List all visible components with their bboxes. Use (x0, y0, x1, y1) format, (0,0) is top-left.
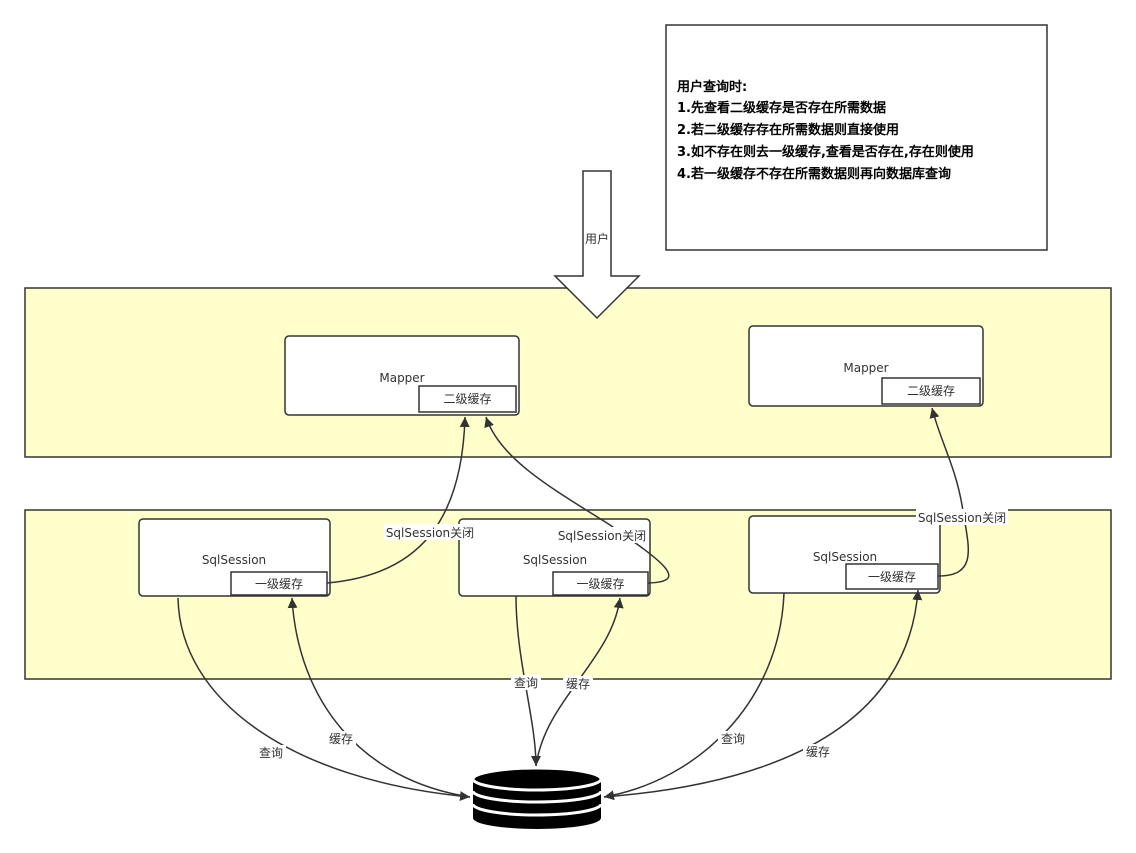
user-arrow: 用户 (553, 170, 641, 320)
mapper-box-2: Mapper 二级缓存 (748, 325, 984, 407)
session-close-label-1: SqlSession关闭 (386, 526, 474, 540)
first-level-cache-box-2 (552, 571, 649, 596)
session-close-label-2: SqlSession关闭 (558, 529, 646, 543)
cache-label-2: 缓存 (566, 677, 590, 691)
session-title-2: SqlSession (523, 553, 587, 567)
query-edge-3 (603, 592, 785, 801)
mapper-box-1: Mapper 二级缓存 (284, 335, 520, 416)
first-level-cache-label-2: 一级缓存 (576, 577, 624, 591)
cache-label-3: 缓存 (806, 745, 830, 759)
note-heading: 用户查询时: (676, 79, 747, 95)
session-box-1: SqlSession 一级缓存 (138, 518, 331, 597)
first-level-cache-box-3 (845, 563, 939, 590)
session-close-edge-3 (929, 407, 970, 577)
second-level-cache-label-1: 二级缓存 (443, 392, 491, 406)
session-close-edge-2 (484, 416, 670, 584)
cache-label-1: 缓存 (329, 732, 353, 746)
database-icon (471, 766, 603, 829)
note-line-3: 3.如不存在则去一级缓存,查看是否存在,存在则使用 (677, 144, 974, 160)
mapper-title-1: Mapper (379, 371, 424, 385)
second-level-cache-label-2: 二级缓存 (907, 384, 955, 398)
cache-edge-1 (287, 597, 471, 798)
session-title-3: SqlSession (813, 550, 877, 564)
session-close-label-3: SqlSession关闭 (918, 511, 1006, 525)
note-box: 用户查询时: 1.先查看二级缓存是否存在所需数据 2.若二级缓存存在所需数据则直… (665, 24, 1048, 251)
note-line-2: 2.若二级缓存存在所需数据则直接使用 (677, 122, 899, 138)
first-level-cache-label-3: 一级缓存 (868, 570, 916, 584)
note-line-1: 1.先查看二级缓存是否存在所需数据 (677, 100, 886, 116)
second-level-cache-box-1 (418, 385, 517, 413)
query-label-1: 查询 (259, 746, 283, 760)
session-box-3: SqlSession 一级缓存 (748, 515, 941, 594)
first-level-cache-label-1: 一级缓存 (255, 577, 303, 591)
mapper-title-2: Mapper (843, 361, 888, 375)
second-level-cache-box-2 (881, 377, 981, 405)
cache-edge-3 (603, 589, 923, 798)
query-label-3: 查询 (721, 732, 745, 746)
session-title-1: SqlSession (202, 553, 266, 567)
user-arrow-label: 用户 (585, 231, 609, 246)
query-label-2: 查询 (514, 676, 538, 690)
note-line-4: 4.若一级缓存不存在所需数据则再向数据库查询 (677, 166, 951, 182)
first-level-cache-box-1 (230, 571, 328, 596)
query-edge-1 (177, 597, 471, 802)
